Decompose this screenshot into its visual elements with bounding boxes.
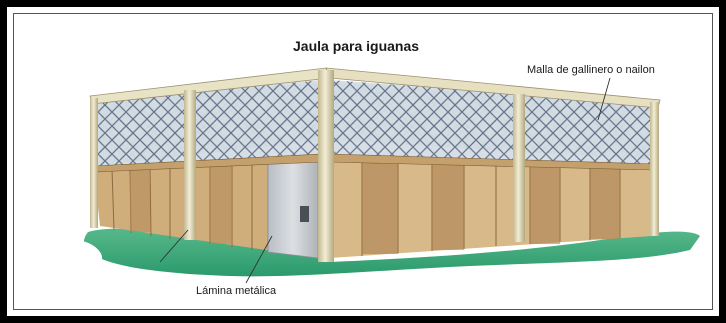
post-right-corner bbox=[650, 102, 659, 236]
metal-sheet-label: Lámina metálica bbox=[196, 285, 277, 297]
mesh-leader-line bbox=[597, 77, 611, 121]
post-right-mid bbox=[513, 94, 525, 242]
post-left-corner bbox=[90, 98, 98, 228]
diagram-title: Jaula para iguanas bbox=[293, 38, 420, 54]
post-leader-line bbox=[159, 229, 189, 263]
sheet-handle bbox=[300, 206, 309, 222]
sheet-leader-line bbox=[245, 235, 273, 284]
post-left-mid bbox=[184, 90, 196, 240]
right-mesh-panel bbox=[330, 80, 655, 168]
wood-wall-right bbox=[330, 160, 655, 258]
mesh-label: Malla de gallinero o nailon bbox=[527, 64, 655, 76]
metal-sheet-panel bbox=[267, 159, 319, 259]
left-mesh-panel bbox=[92, 80, 322, 172]
post-front-corner bbox=[318, 70, 334, 262]
